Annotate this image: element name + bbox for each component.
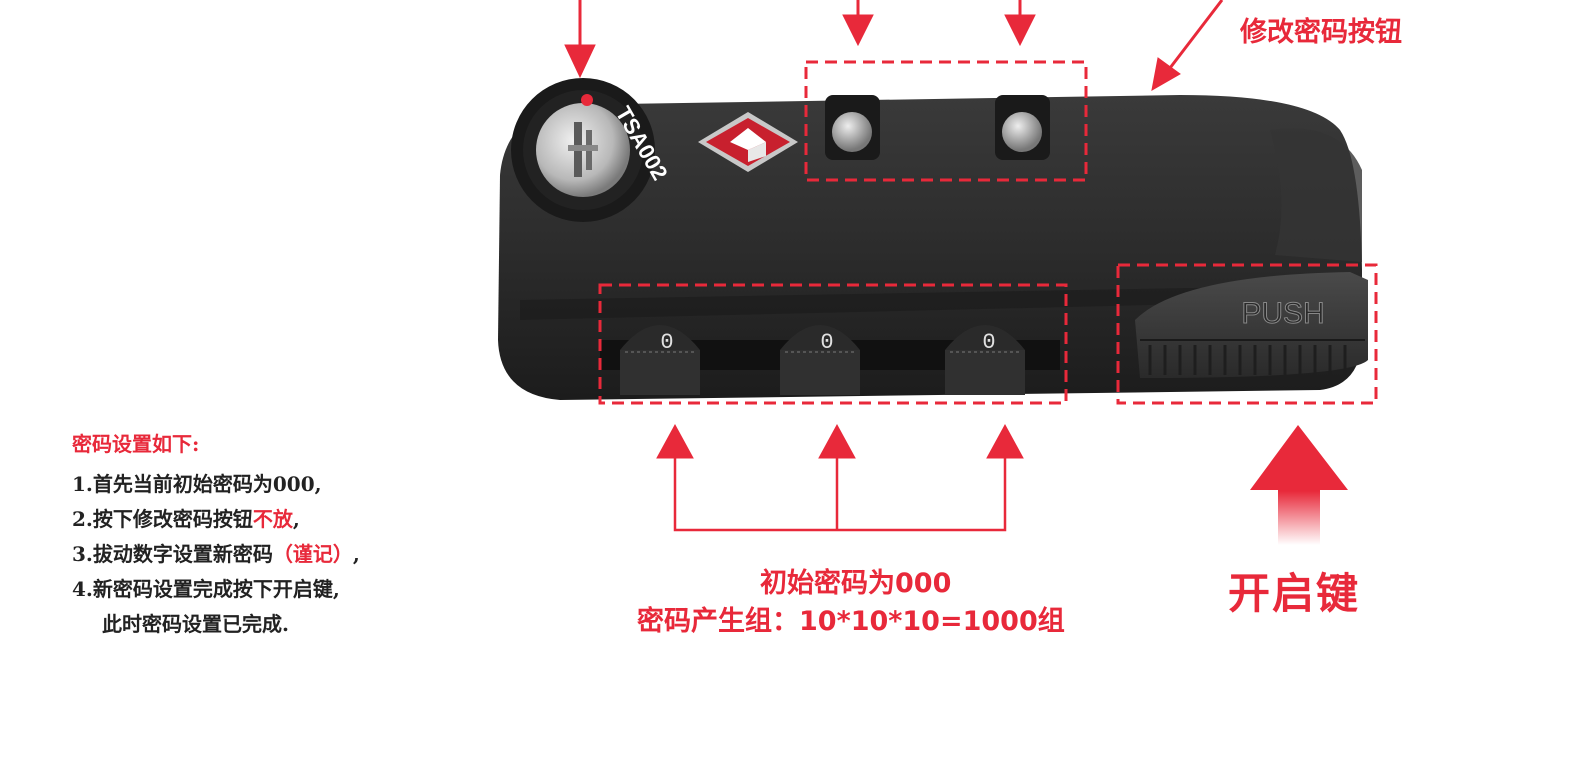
push-highlight — [1116, 263, 1378, 405]
dial[interactable]: 0 — [780, 325, 860, 395]
dial-digit: 0 — [660, 330, 673, 355]
combinations-caption: 密码产生组：10*10*10=1000组 — [637, 606, 1065, 637]
instruction-step: 3.拔动数字设置新密码（谨记）, — [72, 542, 360, 566]
instruction-step: 4.新密码设置完成按下开启键, — [72, 577, 340, 601]
dial[interactable]: 0 — [620, 325, 700, 395]
open-key-label: 开启键 — [1228, 569, 1361, 618]
modify-code-slots — [825, 95, 1050, 160]
code-dials: 0 0 0 — [600, 325, 1060, 395]
modify-button-label: 修改密码按钮 — [1240, 17, 1402, 48]
instruction-step: 2.按下修改密码按钮不放, — [72, 507, 300, 531]
dial-digit: 0 — [820, 330, 833, 355]
dial-bracket-arrows — [656, 423, 1024, 532]
dial[interactable]: 0 — [945, 325, 1025, 395]
instruction-step: 1.首先当前初始密码为000, — [72, 472, 322, 496]
push-marking: PUSH — [1241, 297, 1324, 330]
modify-button-highlight — [804, 60, 1088, 182]
highlight-text: 不放 — [252, 507, 293, 531]
tsa-key-cylinder: TSA002 — [511, 78, 673, 222]
instructions-heading: 密码设置如下: — [72, 432, 200, 456]
instructions: 密码设置如下: 1.首先当前初始密码为000, 2.按下修改密码按钮不放, 3.… — [72, 428, 360, 642]
instruction-step: 此时密码设置已完成. — [102, 612, 289, 636]
arrow-icon — [564, 0, 1224, 91]
highlight-text: （谨记） — [272, 542, 353, 566]
tsa-logo-icon — [698, 112, 798, 172]
dial-digit: 0 — [982, 330, 995, 355]
push-button[interactable]: PUSH — [1135, 272, 1368, 378]
up-arrow-icon — [1250, 425, 1348, 545]
initial-code-caption: 初始密码为000 — [760, 568, 952, 599]
dials-highlight — [598, 283, 1068, 405]
